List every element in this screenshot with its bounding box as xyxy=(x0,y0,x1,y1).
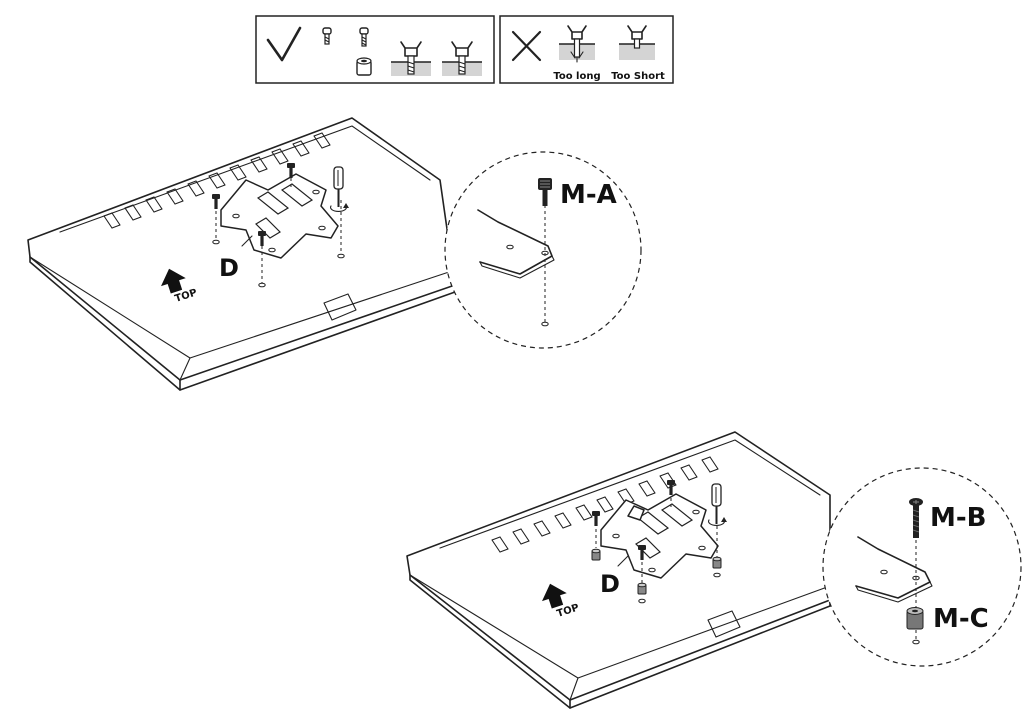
too-short-fit-icon xyxy=(619,25,655,60)
screw-short-icon xyxy=(322,27,332,45)
spacer-mc-icon xyxy=(591,548,601,561)
legend-correct-box xyxy=(255,15,495,84)
top-arrow-icon xyxy=(161,268,186,294)
legend-incorrect-box: Too long Too Short xyxy=(499,15,674,84)
screw-mb-detail-icon xyxy=(909,498,923,538)
step1-vents xyxy=(103,132,331,229)
screw-long-icon xyxy=(359,27,369,47)
step1-plate-label: D xyxy=(219,254,239,282)
step1-detail-circle: M-A xyxy=(444,151,642,349)
too-long-fit-icon xyxy=(559,25,595,63)
too-long-label: Too long xyxy=(553,71,600,82)
step2-detail-spacer-label: M-C xyxy=(933,604,989,634)
step1-bracket xyxy=(221,174,338,258)
step2-vents xyxy=(491,456,719,553)
step2-monitor: D TOP xyxy=(406,431,831,709)
step2-plate-label: D xyxy=(600,570,620,598)
spacer-mc-icon xyxy=(637,582,647,595)
correct-fit-icon-2 xyxy=(442,41,482,76)
top-arrow-icon xyxy=(542,583,567,609)
step1-monitor: D TOP xyxy=(27,117,456,391)
screwdriver-icon xyxy=(707,483,727,526)
step1-detail-label: M-A xyxy=(560,180,617,210)
too-short-label: Too Short xyxy=(611,71,665,82)
spacer-mc-icon xyxy=(712,556,722,569)
screw-mb-icon xyxy=(592,511,600,526)
correct-fit-icon-1 xyxy=(391,41,431,76)
screwdriver-icon xyxy=(329,166,349,212)
screw-ma-icon xyxy=(212,194,220,209)
step2-bracket xyxy=(601,494,718,578)
check-icon xyxy=(266,26,302,62)
step2-detail-screw-label: M-B xyxy=(930,503,986,533)
spacer-icon xyxy=(356,57,372,76)
cross-icon xyxy=(511,30,542,62)
screw-ma-detail-icon xyxy=(538,178,552,206)
step2-detail-circle: M-B M-C xyxy=(822,467,1022,667)
spacer-mc-detail-icon xyxy=(906,607,924,630)
